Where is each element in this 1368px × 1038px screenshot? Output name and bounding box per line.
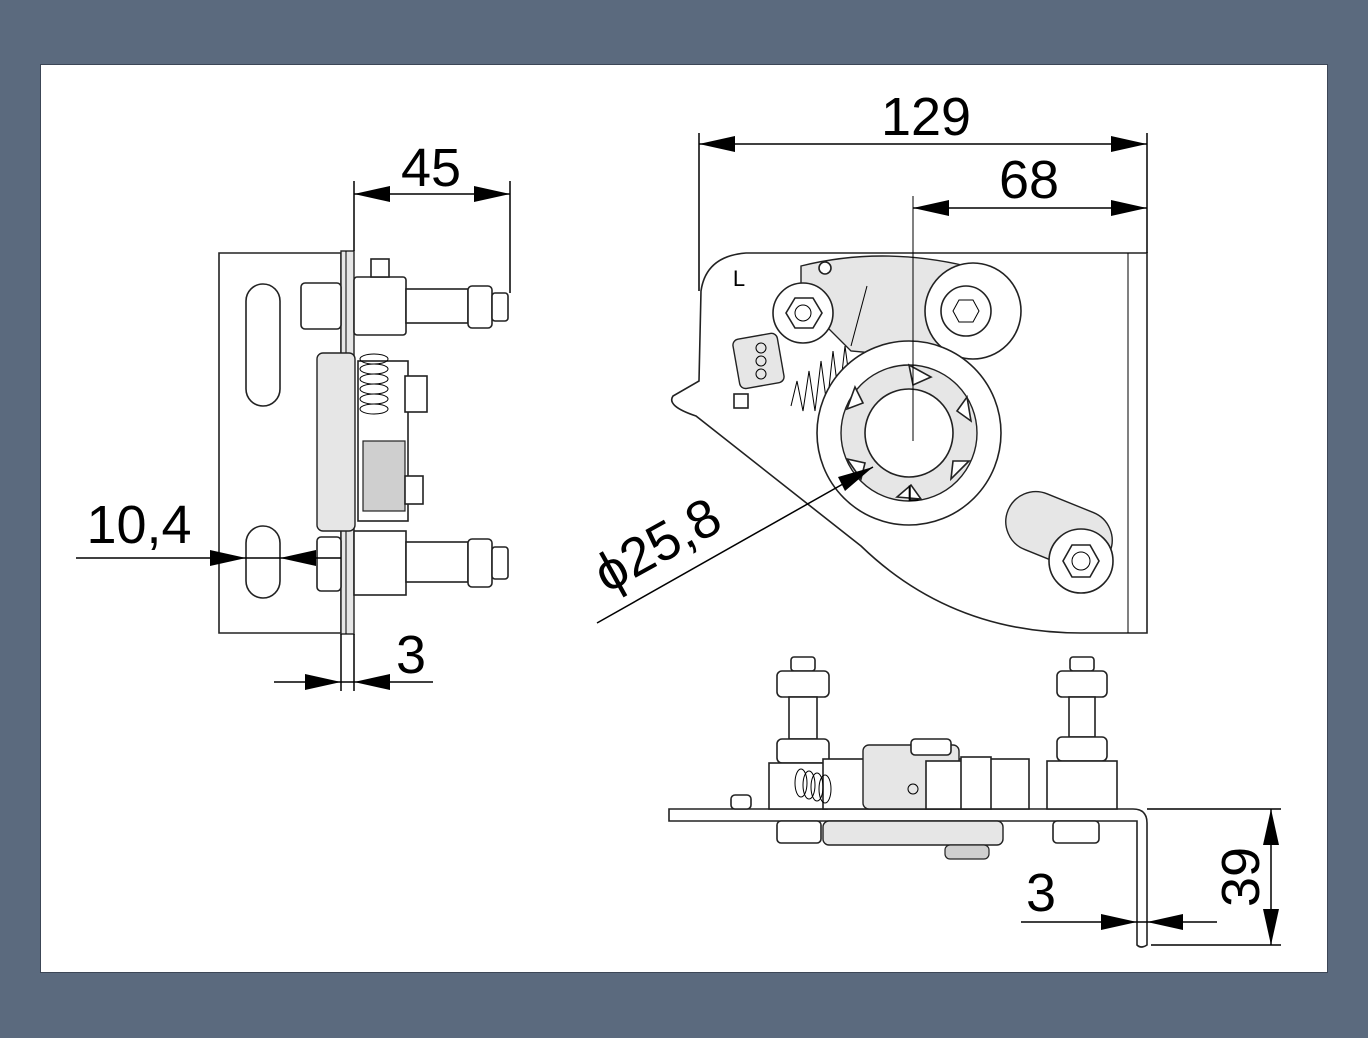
mechanism-housing [316,352,356,532]
dimension-3-bottom: 3 [1021,863,1217,930]
mechanism-core [362,440,406,512]
upper-bolt-side [300,258,509,336]
dimension-45: 45 [353,138,511,293]
plate-mark-L: L [733,266,745,291]
dimension-68: 68 [913,150,1147,216]
spring-side [359,353,389,415]
technical-drawing: 45 10,4 3 L [76,87,1281,948]
bottom-mechanism [822,738,1030,860]
lever-tab [404,375,428,413]
hub-mark-L: L [907,481,919,506]
front-view: L L [671,196,1148,634]
lever-tab-lower [404,475,424,505]
drawing-sheet: 45 10,4 3 L [40,64,1328,973]
dim-label-10-4: 10,4 [86,495,191,555]
right-stud [1046,656,1118,844]
dim-label-3-side: 3 [396,625,426,685]
side-view [218,250,509,635]
dim-label-3-bottom: 3 [1026,863,1056,923]
dimension-3-side: 3 [274,625,433,691]
dim-label-45: 45 [401,138,461,198]
dimension-10-4: 10,4 [76,495,341,566]
bottom-base-plate [668,808,1148,948]
bottom-view [668,656,1148,948]
hex-socket-icon [952,299,980,323]
hub-bore [864,388,954,478]
dim-label-129: 129 [881,87,971,147]
spring-bottom [794,768,832,804]
dim-label-diameter: ϕ25,8 [584,486,731,604]
dim-label-68: 68 [999,150,1059,210]
lower-slot [245,525,281,599]
dimension-129: 129 [698,87,1148,291]
dimension-39: 39 [1147,808,1281,946]
left-stud [768,656,830,844]
lower-bolt-side [316,530,509,596]
dim-label-39: 39 [1211,847,1271,907]
switch-block [732,332,785,390]
upper-slot [245,283,281,407]
